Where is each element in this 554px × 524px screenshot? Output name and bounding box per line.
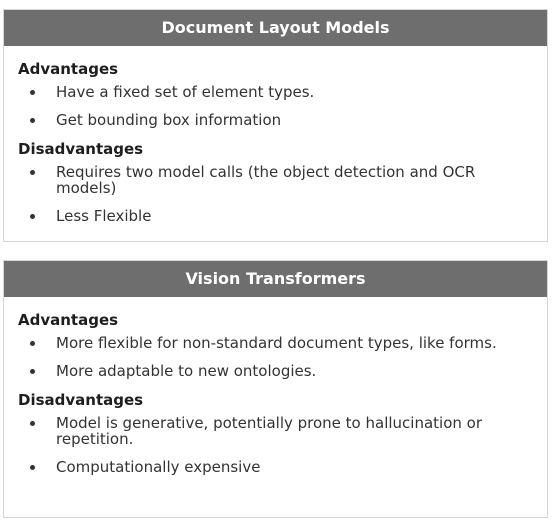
disadvantages-heading: Disadvantages [18,391,144,409]
list-item: More flexible for non-standard document … [18,335,533,351]
card-body: Advantages More flexible for non-standar… [4,297,547,475]
bullet-icon [30,341,35,346]
list-item: Computationally expensive [18,459,533,475]
document-layout-models-card: Document Layout Models Advantages Have a… [3,9,548,242]
advantages-list: More flexible for non-standard document … [18,335,533,379]
advantages-list: Have a fixed set of element types. Get b… [18,84,533,128]
advantages-heading: Advantages [18,60,119,78]
list-item: More adaptable to new ontologies. [18,363,533,379]
vision-transformers-card: Vision Transformers Advantages More flex… [3,260,548,518]
bullet-icon [30,465,35,470]
advantages-heading: Advantages [18,311,119,329]
card-body: Advantages Have a fixed set of element t… [4,46,547,224]
bullet-icon [30,118,35,123]
bullet-icon [30,369,35,374]
list-item-text: Requires two model calls (the object det… [56,163,476,197]
list-item: Model is generative, potentially prone t… [18,415,533,447]
list-item-text: Have a fixed set of element types. [56,83,315,101]
disadvantages-heading: Disadvantages [18,140,144,158]
list-item: Less Flexible [18,208,533,224]
list-item-text: Get bounding box information [56,111,282,129]
list-item-text: More adaptable to new ontologies. [56,362,317,380]
bullet-icon [30,170,35,175]
list-item: Requires two model calls (the object det… [18,164,533,196]
list-item: Have a fixed set of element types. [18,84,533,100]
disadvantages-list: Requires two model calls (the object det… [18,164,533,224]
bullet-icon [30,214,35,219]
list-item-text: Computationally expensive [56,458,261,476]
list-item: Get bounding box information [18,112,533,128]
list-item-text: More flexible for non-standard document … [56,334,497,352]
list-item-text: Model is generative, potentially prone t… [56,414,482,448]
bullet-icon [30,90,35,95]
disadvantages-list: Model is generative, potentially prone t… [18,415,533,475]
list-item-text: Less Flexible [56,207,152,225]
card-title: Vision Transformers [4,261,547,297]
card-title: Document Layout Models [4,10,547,46]
bullet-icon [30,421,35,426]
